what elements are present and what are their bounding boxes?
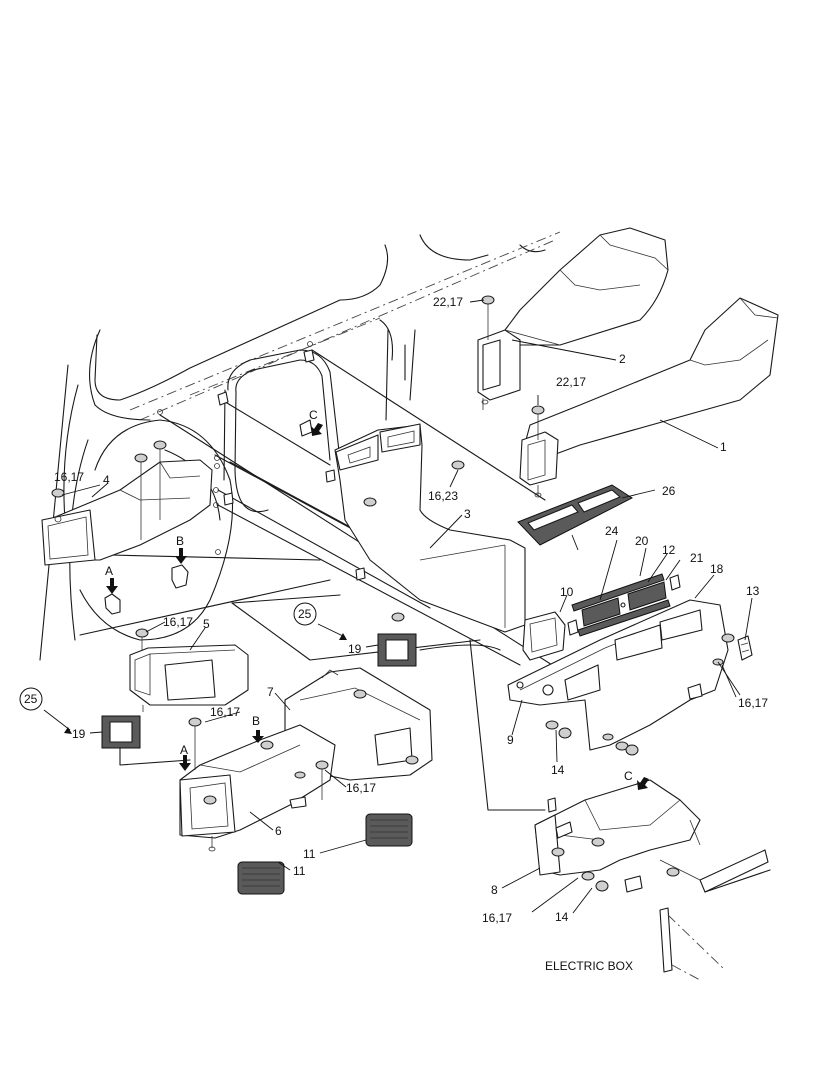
callout-9: 9	[507, 733, 514, 747]
fastener-part-3	[391, 612, 405, 622]
callout-18: 18	[710, 562, 724, 576]
view-marker-c-lower: C	[624, 769, 633, 783]
fastener-22-17-upper	[481, 295, 495, 340]
fastener-14-upper	[545, 720, 639, 756]
dash-panel-part-9	[507, 599, 729, 751]
callout-11a: 11	[303, 847, 316, 861]
callout-16-17b: 16,17	[163, 615, 193, 629]
callout-16-17c: 16,17	[210, 705, 240, 719]
cab-structure	[39, 231, 561, 811]
pad-part-19-upper	[377, 633, 417, 667]
callout-19b: 19	[72, 727, 86, 741]
callout-8: 8	[491, 883, 498, 897]
callout-16-17a: 16,17	[54, 470, 84, 484]
panel-part-8	[534, 779, 771, 981]
duct-part-4	[41, 459, 213, 566]
callout-14a: 14	[551, 763, 565, 777]
callout-3: 3	[464, 507, 471, 521]
fastener-22-17-lower	[531, 405, 545, 440]
view-marker-a-upper: A	[105, 564, 113, 578]
duct-part-6	[179, 724, 336, 852]
fastener-16-17-part-4	[51, 440, 167, 540]
duct-part-3	[334, 423, 526, 633]
callout-13: 13	[746, 584, 760, 598]
callout-22-17b: 22,17	[556, 375, 586, 389]
fasteners	[51, 295, 735, 892]
grille-part-26	[517, 484, 633, 551]
view-marker-b-lower: B	[252, 714, 260, 728]
callout-12: 12	[662, 543, 676, 557]
callout-22-17a: 22,17	[433, 295, 463, 309]
callout-24: 24	[605, 524, 619, 538]
callout-14b: 14	[555, 910, 569, 924]
callout-10: 10	[560, 585, 574, 599]
duct-part-1	[519, 297, 779, 498]
view-markers	[104, 423, 649, 790]
callout-25a: 25	[298, 607, 312, 621]
callout-21: 21	[690, 551, 704, 565]
electric-box-label: ELECTRIC BOX	[545, 959, 633, 973]
duct-part-5	[129, 644, 249, 712]
callout-2: 2	[619, 352, 626, 366]
callout-26: 26	[662, 484, 676, 498]
callout-20: 20	[635, 534, 649, 548]
view-marker-b-upper: B	[176, 534, 184, 548]
view-marker-a-lower: A	[180, 743, 188, 757]
leader-lines	[43, 299, 753, 914]
callout-4: 4	[103, 473, 110, 487]
pad-part-19-lower	[101, 715, 141, 749]
callout-19a: 19	[348, 642, 362, 656]
duct-part-2	[477, 227, 669, 410]
callout-25b: 25	[24, 692, 38, 706]
callout-labels: 1 2 3 4 5 6 7 8 9 10 11 11 12 13 14 14 1…	[24, 295, 768, 973]
fastener-16-23	[363, 460, 465, 507]
callout-16-17e: 16,17	[738, 696, 768, 710]
louvre-part-11-lower	[237, 861, 285, 895]
fastener-16-17-part-7	[188, 689, 419, 805]
callout-6: 6	[275, 824, 282, 838]
callout-7: 7	[267, 685, 274, 699]
clip-part-13	[737, 635, 753, 661]
callout-5: 5	[203, 617, 210, 631]
view-marker-c-upper: C	[309, 408, 318, 422]
vents-parts-12-20-21-24	[567, 573, 681, 637]
fastener-14-lower	[551, 837, 680, 892]
callout-16-17f: 16,17	[482, 911, 512, 925]
louvre-part-11-upper	[365, 813, 413, 847]
callout-11b: 11	[293, 864, 306, 878]
fastener-16-17-part-5	[135, 628, 149, 650]
callout-1: 1	[720, 440, 727, 454]
callout-16-17d: 16,17	[346, 781, 376, 795]
callout-16-23: 16,23	[428, 489, 458, 503]
